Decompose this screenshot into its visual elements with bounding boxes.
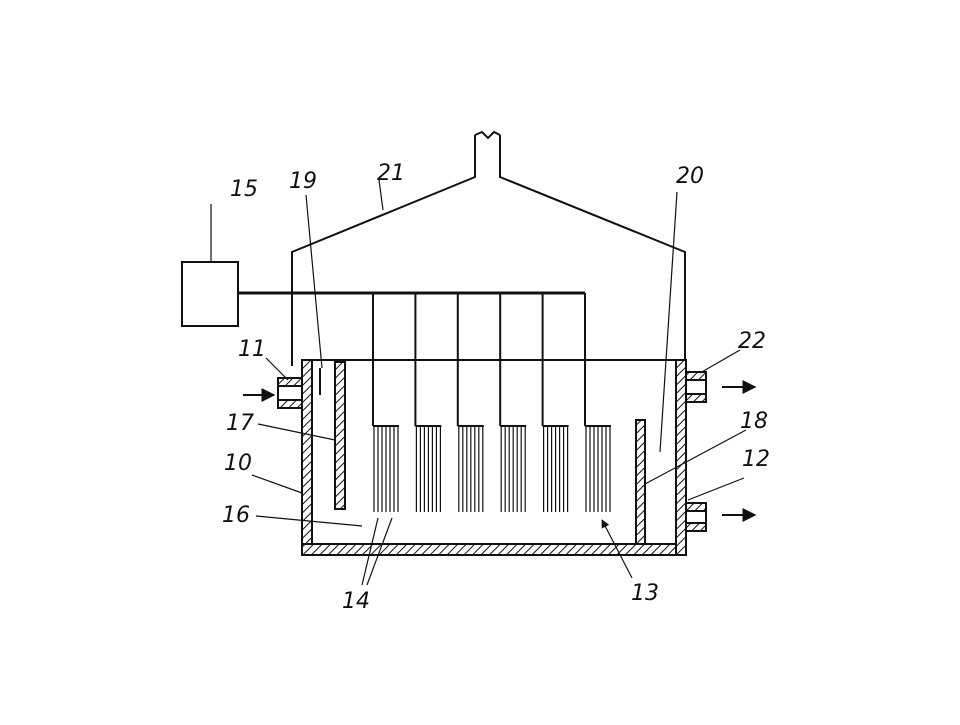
tank xyxy=(301,359,687,556)
label-14: 14 xyxy=(342,589,370,614)
outlet-pipe-upper xyxy=(685,371,757,403)
label-17: 17 xyxy=(226,411,254,436)
electrode-1 xyxy=(372,293,399,512)
label-22: 22 xyxy=(738,329,766,354)
label-16: 16 xyxy=(222,503,250,528)
electrode-array xyxy=(372,293,611,512)
leader-lines xyxy=(210,179,747,586)
label-19: 19 xyxy=(289,169,317,194)
label-15: 15 xyxy=(230,177,258,202)
exhaust-hood xyxy=(291,130,686,366)
left-baffle xyxy=(319,361,346,510)
inlet-pipe xyxy=(243,377,303,409)
label-13: 13 xyxy=(631,581,659,606)
control-box xyxy=(181,261,239,327)
right-baffle xyxy=(635,419,646,545)
electrode-5 xyxy=(541,293,569,512)
electrode-6 xyxy=(584,293,611,512)
outlet-pipe-lower xyxy=(685,502,757,532)
reference-numerals: 15 19 21 20 11 22 17 18 10 12 16 14 13 xyxy=(222,161,770,614)
electrode-2 xyxy=(414,293,442,512)
label-18: 18 xyxy=(740,409,768,434)
label-21: 21 xyxy=(377,161,405,186)
label-12: 12 xyxy=(742,447,770,472)
label-10: 10 xyxy=(224,451,252,476)
label-20: 20 xyxy=(676,164,704,189)
electrode-4 xyxy=(499,293,527,512)
electrode-3 xyxy=(456,293,484,512)
label-11: 11 xyxy=(238,337,266,362)
